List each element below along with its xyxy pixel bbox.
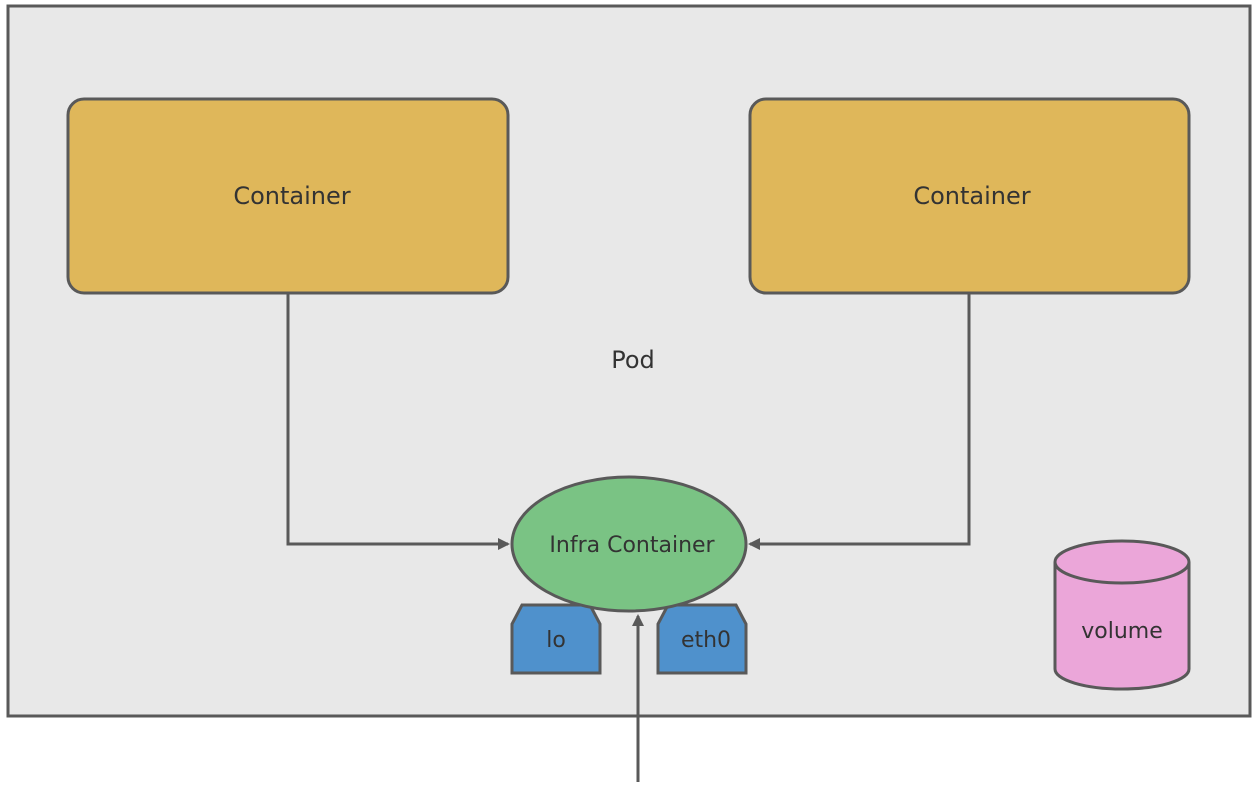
arrow-left-container-to-infra [286,293,510,550]
interface-lo-label: lo [546,628,566,653]
pod-label: Pod [611,346,655,374]
container-right-label: Container [913,182,1030,210]
interface-eth0: eth0 [656,603,748,675]
infra-container: Infra Container [510,475,748,613]
container-left-label: Container [233,182,350,210]
infra-container-label: Infra Container [549,533,715,558]
volume-label: volume [1081,619,1163,644]
volume-body [1053,562,1191,691]
volume-top [1053,539,1191,585]
interface-lo: lo [510,603,602,675]
infra-container-shape [510,475,748,613]
arrow-right-container-to-infra [748,293,971,550]
interface-eth0-shape [656,603,748,675]
interface-eth0-label: eth0 [681,628,731,653]
container-left: Container [66,97,510,295]
container-right: Container [748,97,1191,295]
volume-cylinder: volume [1053,539,1191,691]
